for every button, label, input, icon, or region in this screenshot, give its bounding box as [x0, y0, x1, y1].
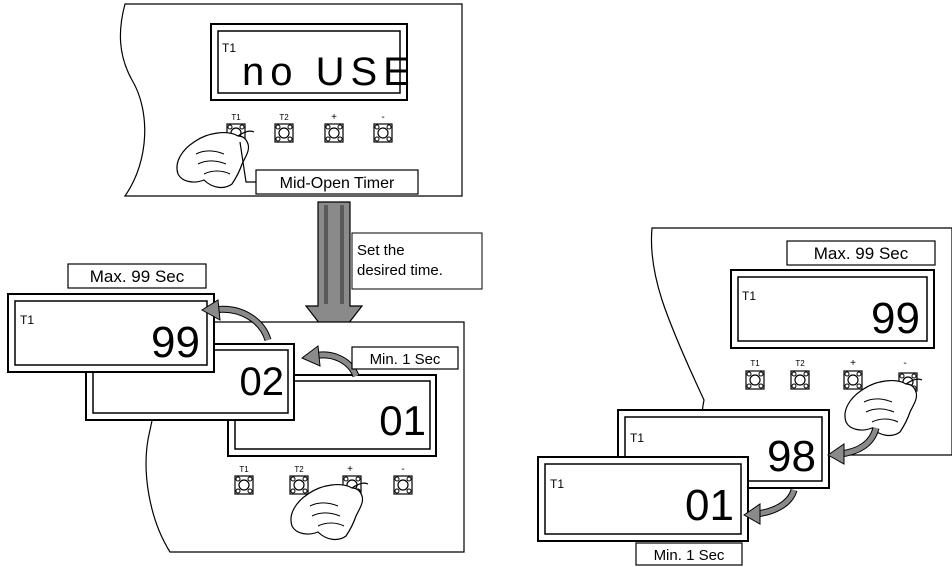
set-time-note: Set the desired time.: [351, 232, 483, 290]
right-min-box: [635, 542, 743, 566]
btn-label-t2: T2: [795, 359, 805, 368]
plus-button[interactable]: [324, 123, 344, 143]
left-max-box: [67, 263, 207, 289]
btn-label-t1: T1: [231, 113, 241, 122]
top-panel: T1 no USE T1 T2 + - Mid-Open Timer: [119, 3, 463, 197]
left-min-label: Min. 1 Sec: [370, 351, 441, 368]
right-top-indicator: T1: [742, 289, 756, 303]
left-back-value: 99: [151, 318, 200, 367]
minus-button[interactable]: [393, 475, 413, 495]
btn-label-minus: -: [381, 112, 384, 123]
right-mid-indicator: T1: [630, 431, 644, 445]
right-panel: Max. 99 Sec T1 99 T1 T2 + - T1 98 T1 01: [537, 227, 952, 566]
t1-button[interactable]: [234, 475, 254, 495]
right-front-value: 01: [685, 481, 734, 530]
note-line2: desired time.: [357, 262, 443, 279]
minus-button[interactable]: [373, 123, 393, 143]
top-display: T1 no USE: [210, 23, 416, 101]
right-max-label: Max. 99 Sec: [814, 244, 909, 263]
right-min-label: Min. 1 Sec: [654, 547, 725, 564]
btn-label-plus: +: [347, 464, 353, 475]
curved-arrow-icon: [827, 443, 845, 465]
btn-label-t1: T1: [750, 359, 760, 368]
btn-label-t1: T1: [239, 465, 249, 474]
left-display-back: T1 99: [7, 293, 215, 373]
t1-button[interactable]: [745, 370, 765, 390]
left-min-box: [351, 346, 459, 370]
t2-button[interactable]: [274, 123, 294, 143]
right-max-box: [786, 240, 936, 266]
curved-arrow-icon: [301, 345, 321, 367]
left-panel: T1 99 02 01 Max. 99 Sec Min. 1 Sec T1 T2: [7, 263, 465, 553]
right-display-top: T1 99: [730, 269, 935, 349]
note-line1: Set the: [357, 242, 405, 259]
top-display-text: no USE: [242, 50, 416, 94]
mid-open-timer-label: Mid-Open Timer: [280, 175, 395, 192]
btn-label-plus: +: [331, 112, 337, 123]
left-max-label: Max. 99 Sec: [90, 267, 185, 286]
t2-button[interactable]: [790, 370, 810, 390]
btn-label-t2: T2: [294, 465, 304, 474]
left-display-front: 01: [227, 374, 437, 457]
t2-button[interactable]: [289, 475, 309, 495]
btn-label-minus: -: [401, 464, 404, 475]
top-buttons: T1 T2 + -: [226, 112, 393, 143]
plus-button[interactable]: [843, 370, 863, 390]
left-front-value: 01: [379, 397, 426, 444]
callout-leader: [239, 141, 256, 183]
top-display-indicator: T1: [222, 41, 236, 55]
callout-box: [255, 169, 419, 195]
curved-arrow-icon: [743, 503, 761, 525]
btn-label-minus: -: [903, 358, 906, 369]
right-front-indicator: T1: [550, 477, 564, 491]
right-mid-value: 98: [767, 432, 816, 481]
btn-label-plus: +: [850, 358, 856, 369]
btn-label-t2: T2: [279, 113, 289, 122]
right-top-value: 99: [871, 294, 920, 343]
left-back-indicator: T1: [20, 313, 34, 327]
left-mid-value: 02: [240, 360, 285, 404]
left-display-mid: 02: [85, 343, 295, 421]
curved-arrow-icon: [201, 299, 221, 321]
right-display-front: T1 01: [537, 456, 749, 542]
